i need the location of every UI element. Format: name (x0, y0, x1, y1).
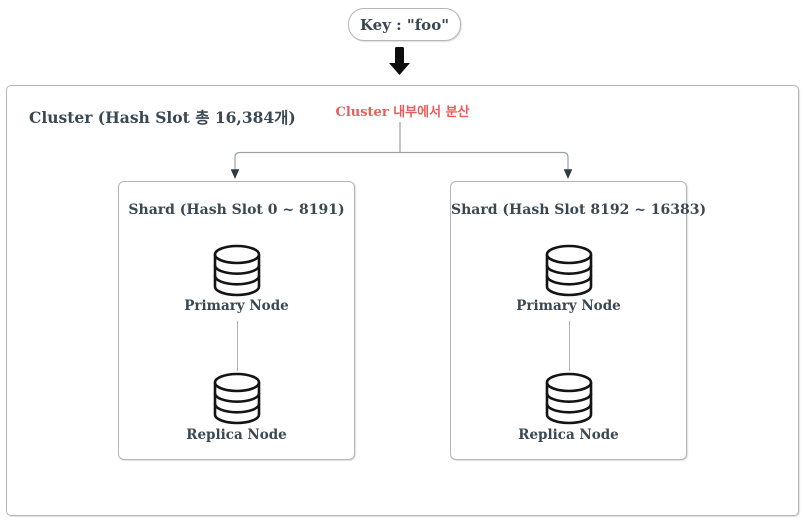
replication-link (568, 321, 570, 371)
key-box: Key : "foo" (348, 8, 461, 41)
shard-box-1: Shard (Hash Slot 0 ~ 8191) Primary Node … (118, 181, 355, 460)
distribution-note: Cluster 내부에서 분산 (335, 105, 470, 120)
key-label: Key : "foo" (359, 15, 450, 34)
primary-node-label: Primary Node (184, 298, 289, 314)
shard-title: Shard (Hash Slot 0 ~ 8191) (128, 202, 345, 218)
replica-node-label: Replica Node (186, 427, 287, 443)
replica-node-label: Replica Node (518, 427, 619, 443)
database-icon (213, 372, 260, 425)
database-icon (213, 244, 260, 297)
replication-link (236, 321, 238, 371)
shard-box-2: Shard (Hash Slot 8192 ~ 16383) Primary N… (450, 181, 707, 460)
cluster-title: Cluster (Hash Slot 총 16,384개) (29, 108, 296, 127)
shard-title: Shard (Hash Slot 8192 ~ 16383) (451, 202, 707, 218)
primary-node-label: Primary Node (516, 298, 621, 314)
down-arrow-icon (389, 47, 410, 75)
database-icon (545, 244, 592, 297)
database-icon (545, 372, 592, 425)
